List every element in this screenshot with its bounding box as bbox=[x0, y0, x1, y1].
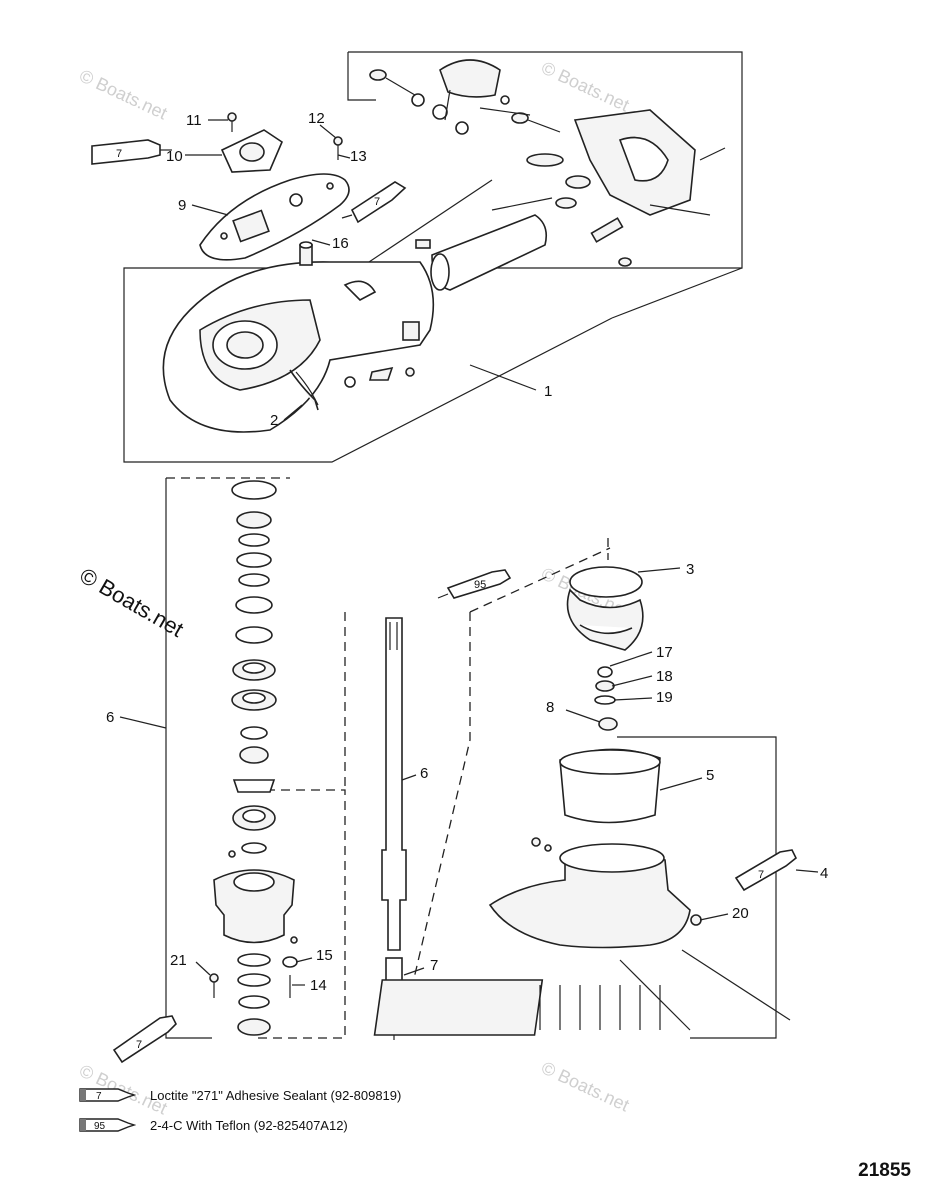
impeller-group: 7 bbox=[373, 538, 798, 1039]
watermark: © Boats.net bbox=[76, 65, 170, 123]
drive-shaft bbox=[381, 617, 407, 951]
legend-row-loctite: 7 Loctite "271" Adhesive Sealant (92-809… bbox=[78, 1086, 401, 1104]
bearing-stack: 7 bbox=[112, 477, 346, 1064]
sealant-tube: 7 bbox=[734, 849, 798, 892]
svg-text:7: 7 bbox=[116, 148, 122, 160]
sealant-tube: 7 bbox=[91, 139, 172, 165]
callout-13: 13 bbox=[350, 148, 367, 165]
svg-text:7: 7 bbox=[758, 869, 764, 881]
watermark-large: © Boats.net bbox=[76, 563, 188, 642]
callout-17: 17 bbox=[656, 644, 673, 661]
sealant-tube: 7 bbox=[341, 181, 407, 224]
callout-3: 3 bbox=[686, 561, 694, 578]
legend-text: 2-4-C With Teflon (92-825407A12) bbox=[150, 1117, 348, 1133]
snap-ring bbox=[231, 480, 277, 500]
callout-7: 7 bbox=[430, 957, 438, 974]
tube-icon: 95 bbox=[79, 1118, 136, 1132]
stator-housing bbox=[488, 849, 691, 949]
steering-linkage-parts bbox=[369, 59, 726, 267]
impeller-ring bbox=[569, 566, 643, 598]
legend-text: Loctite "271" Adhesive Sealant (92-80981… bbox=[150, 1087, 402, 1103]
callout-12: 12 bbox=[308, 110, 325, 127]
watermarks: © Boats.net © Boats.net © Boats.net © Bo… bbox=[76, 57, 633, 1118]
linkage-box-outline bbox=[347, 52, 376, 101]
callout-5: 5 bbox=[706, 767, 714, 784]
callout-10: 10 bbox=[166, 148, 183, 165]
mounting-plate-group: 7 7 bbox=[91, 112, 407, 266]
callout-2: 2 bbox=[270, 412, 278, 429]
callout-6: 6 bbox=[420, 765, 428, 782]
callout-14: 14 bbox=[310, 977, 327, 994]
callout-20: 20 bbox=[732, 905, 749, 922]
callout-1: 1 bbox=[544, 383, 552, 400]
bearing-housing bbox=[213, 869, 295, 944]
linkage-box-outline bbox=[348, 51, 743, 269]
drive-shaft-group: 95 bbox=[344, 547, 611, 1040]
callout-21: 21 bbox=[170, 952, 187, 969]
svg-text:95: 95 bbox=[94, 1121, 106, 1132]
callout-4: 4 bbox=[820, 865, 828, 882]
pump-housing-assembly bbox=[123, 51, 743, 463]
figure-number: 21855 bbox=[858, 1160, 911, 1181]
callouts: 1 2 3 4 5 6 6 7 8 9 10 11 12 13 14 15 16… bbox=[106, 110, 828, 994]
mounting-plate bbox=[199, 173, 350, 261]
intake-grate bbox=[373, 979, 544, 1036]
sealant-tube: 95 bbox=[437, 569, 512, 599]
watermark: © Boats.net bbox=[538, 1057, 632, 1115]
housing-box-outline bbox=[123, 179, 613, 463]
sealant-tube: 7 bbox=[112, 1015, 177, 1064]
watermark: © Boats.net bbox=[538, 57, 632, 115]
callout-15: 15 bbox=[316, 947, 333, 964]
svg-text:7: 7 bbox=[136, 1039, 142, 1051]
callout-11: 11 bbox=[186, 112, 202, 129]
callout-18: 18 bbox=[656, 668, 673, 685]
svg-text:95: 95 bbox=[474, 579, 486, 591]
callout-8: 8 bbox=[546, 699, 554, 716]
svg-text:7: 7 bbox=[96, 1091, 102, 1102]
impeller bbox=[566, 588, 644, 651]
callout-6: 6 bbox=[106, 709, 114, 726]
leader-lines bbox=[119, 119, 819, 986]
callout-16: 16 bbox=[332, 235, 349, 252]
tube-icon: 7 bbox=[79, 1088, 136, 1102]
svg-text:7: 7 bbox=[374, 196, 380, 208]
legend-row-2-4-c: 95 2-4-C With Teflon (92-825407A12) bbox=[78, 1116, 348, 1134]
callout-19: 19 bbox=[656, 689, 673, 706]
callout-9: 9 bbox=[178, 197, 186, 214]
